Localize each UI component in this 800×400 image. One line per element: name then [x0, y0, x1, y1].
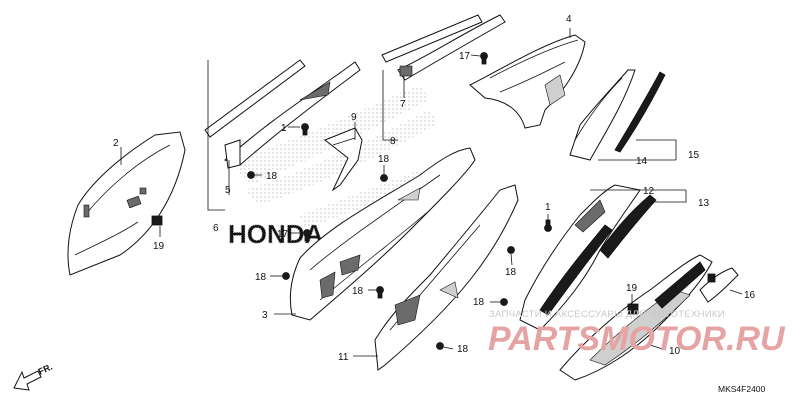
- fasteners: [247, 52, 552, 350]
- part-main-side-cover-3: [289, 147, 476, 321]
- front-direction-label: FR.: [37, 362, 54, 377]
- callout-17-mid: 17: [277, 229, 289, 240]
- watermark-brand: PARTSMOTOR.RU: [488, 320, 786, 358]
- clip-18-b: [380, 174, 388, 182]
- front-arrow-icon: [13, 370, 42, 391]
- callout-9: 9: [351, 112, 357, 123]
- part-trim-strips-14-15: [569, 69, 666, 161]
- bolt-1-right: [544, 219, 552, 232]
- callout-18-e: 18: [473, 297, 485, 308]
- callout-18-a: 18: [266, 171, 278, 182]
- bolt-17-top: [480, 52, 488, 65]
- callout-17-low: 18: [352, 286, 364, 297]
- part-clip-19-left: [151, 215, 163, 226]
- part-small-trim-16: [699, 267, 739, 303]
- part-bracket-9: [324, 127, 363, 192]
- callout-4: 4: [566, 14, 572, 25]
- callout-18-d: 18: [505, 267, 517, 278]
- watermark: ЗАПЧАСТИ И АКСЕССУАРЫ ДЛЯ МОТОТЕХНИКИ PA…: [488, 309, 786, 358]
- callout-15: 15: [688, 150, 700, 161]
- front-direction-indicator: FR.: [13, 362, 54, 391]
- callout-16: 16: [744, 290, 756, 301]
- part-lower-cover-10: [559, 254, 713, 381]
- callout-18-b: 18: [378, 154, 390, 165]
- part-side-cover-left: [67, 131, 186, 276]
- leader-lines: [120, 28, 743, 357]
- clip-18-d: [507, 246, 515, 254]
- callout-18-c: 18: [255, 272, 267, 283]
- callout-14: 14: [636, 156, 648, 167]
- part-right-panel-12-13: [519, 184, 657, 331]
- bolt-17-low: [376, 286, 384, 299]
- diagram-code: MKS4F2400: [718, 384, 766, 394]
- callout-12: 12: [643, 186, 655, 197]
- callout-18-f: 18: [457, 344, 469, 355]
- bolt-1-left: [301, 123, 309, 136]
- callout-3: 3: [262, 310, 268, 321]
- clip-18-c: [282, 272, 290, 280]
- callout-1-left: 1: [281, 123, 287, 134]
- part-clip-19-right: [627, 303, 639, 315]
- callout-10: 10: [669, 346, 681, 357]
- callouts: 2 19 4 17 5 6 9 7 8 1 18 18 17 18 18 3 1…: [113, 14, 756, 363]
- part-rear-cover-4: [469, 34, 586, 129]
- callout-19-left: 19: [153, 241, 165, 252]
- callout-13: 13: [698, 198, 710, 209]
- callout-17-top: 17: [459, 51, 471, 62]
- callout-11: 11: [338, 352, 349, 363]
- callout-1-right: 1: [545, 202, 551, 213]
- clip-18-e: [500, 298, 508, 306]
- clip-18-a: [247, 171, 255, 179]
- part-lower-cover-11: [374, 184, 519, 371]
- clip-18-f: [436, 342, 444, 350]
- callout-2: 2: [113, 138, 119, 149]
- callout-5: 5: [225, 185, 231, 196]
- callout-6: 6: [213, 223, 219, 234]
- watermark-tagline: ЗАПЧАСТИ И АКСЕССУАРЫ ДЛЯ МОТОТЕХНИКИ: [489, 309, 725, 320]
- callout-7: 7: [400, 99, 406, 110]
- part-upper-trim-7: [381, 14, 506, 81]
- bolt-17-mid: [303, 229, 311, 242]
- callout-8: 8: [390, 136, 396, 147]
- callout-19-right: 19: [626, 283, 638, 294]
